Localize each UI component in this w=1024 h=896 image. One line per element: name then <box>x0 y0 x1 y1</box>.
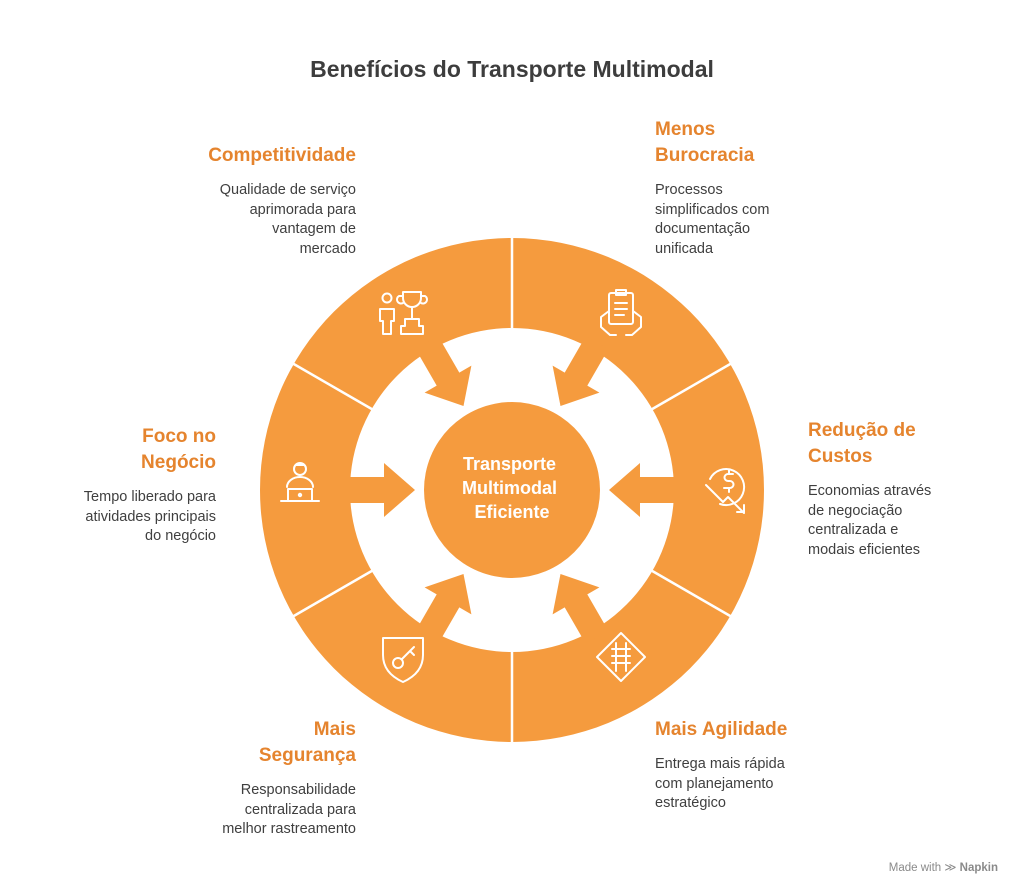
clipboard-hands-icon <box>600 289 642 336</box>
benefit-description: Economias através de negociação centrali… <box>808 482 988 560</box>
benefit-description: Entrega mais rápida com planejamento est… <box>655 755 835 814</box>
napkin-logo-icon: ≫ <box>944 862 957 874</box>
benefit-heading: Mais Agilidade <box>655 717 835 743</box>
benefit-heading-line: Menos <box>655 119 716 140</box>
benefit-heading: Foco no Negócio <box>36 424 216 476</box>
benefit-description-line: centralizada e <box>808 522 899 538</box>
benefit-heading-line: Burocracia <box>655 145 755 166</box>
railway-sign-icon <box>596 632 646 682</box>
benefit-description: Qualidade de serviço aprimorada para van… <box>176 181 356 259</box>
benefit-heading-line: Segurança <box>258 745 356 766</box>
center-label-line-3: Eficiente <box>474 502 549 522</box>
benefit-description: Tempo liberado para atividades principai… <box>36 488 216 547</box>
benefit-description-line: Qualidade de serviço <box>219 182 356 198</box>
benefit-heading-line: Negócio <box>141 452 216 473</box>
benefit-description-line: melhor rastreamento <box>222 821 356 837</box>
center-hub <box>424 402 600 578</box>
inward-arrow <box>342 463 415 517</box>
wheel-ring <box>260 238 764 742</box>
center-label: Transporte Multimodal Eficiente <box>462 454 562 522</box>
benefit-description-line: de negociação <box>808 502 903 519</box>
benefit-heading: Menos Burocracia <box>655 117 835 169</box>
benefit-description-line: unificada <box>655 240 714 257</box>
benefit-description-line: modais eficientes <box>808 541 921 558</box>
benefit-menos-burocracia: Menos Burocracia Processos simplificados… <box>655 117 835 259</box>
benefit-description-line: com planejamento <box>655 775 774 792</box>
inward-arrow <box>415 574 472 644</box>
benefit-heading: Redução de Custos <box>808 418 988 470</box>
benefit-description-line: Entrega mais rápida <box>655 756 785 772</box>
benefit-heading-line: Redução de <box>808 420 916 441</box>
benefit-foco-no-negocio: Foco no Negócio Tempo liberado para ativ… <box>36 424 216 547</box>
wheel-divider <box>291 361 374 411</box>
napkin-branding: Made with ≫ Napkin <box>889 860 998 874</box>
benefit-heading-line: Mais <box>313 719 356 740</box>
benefit-mais-agilidade: Mais Agilidade Entrega mais rápida com p… <box>655 717 835 814</box>
trophy-person-icon <box>379 291 428 335</box>
person-laptop-icon <box>280 462 320 502</box>
benefit-description-line: vantagem de <box>272 221 356 237</box>
benefit-description-line: do negócio <box>145 528 216 544</box>
benefit-competitividade: Competitividade Qualidade de serviço apr… <box>176 143 356 259</box>
center-label-line-2: Multimodal <box>462 478 557 498</box>
inward-arrow <box>552 574 609 644</box>
inward-arrow <box>552 336 609 406</box>
benefit-heading-line: Foco no <box>142 426 216 447</box>
benefit-description-line: aprimorada para <box>249 201 356 218</box>
benefit-heading-line: Competitividade <box>208 145 356 166</box>
inward-arrow <box>415 336 472 406</box>
wheel-segments <box>260 236 764 744</box>
wheel-arrows <box>342 336 682 644</box>
center-label-line-1: Transporte <box>463 454 556 474</box>
shield-key-icon <box>382 637 424 683</box>
benefit-description-line: atividades principais <box>85 508 216 525</box>
benefit-heading-line: Custos <box>808 446 873 467</box>
benefit-heading: Mais Segurança <box>176 717 356 769</box>
wheel-divider <box>650 569 733 619</box>
made-with-label: Made with <box>888 862 942 874</box>
benefit-description-line: Responsabilidade <box>240 782 356 798</box>
wheel-divider <box>291 569 374 619</box>
benefit-description-line: documentação <box>655 221 751 237</box>
benefit-heading-line: Mais Agilidade <box>655 719 788 740</box>
benefit-description-line: Economias através <box>808 483 932 499</box>
benefit-reducao-de-custos: Redução de Custos Economias através de n… <box>808 418 988 560</box>
benefit-description-line: simplificados com <box>655 201 770 218</box>
benefit-heading: Competitividade <box>176 143 356 169</box>
benefit-description-line: estratégico <box>655 795 726 811</box>
benefit-description: Processos simplificados com documentação… <box>655 181 835 259</box>
page-title: Benefícios do Transporte Multimodal <box>310 56 714 82</box>
wheel-divider <box>650 361 733 411</box>
benefit-description-line: mercado <box>299 240 356 257</box>
cost-down-icon <box>705 468 746 514</box>
benefit-mais-seguranca: Mais Segurança Responsabilidade centrali… <box>176 717 356 840</box>
benefit-description-line: Tempo liberado para <box>83 489 216 505</box>
benefit-description-line: centralizada para <box>244 801 356 818</box>
inward-arrow <box>609 463 682 517</box>
benefit-description: Responsabilidade centralizada para melho… <box>176 781 356 840</box>
napkin-brand-name: Napkin <box>959 862 998 874</box>
benefit-description-line: Processos <box>655 182 723 198</box>
